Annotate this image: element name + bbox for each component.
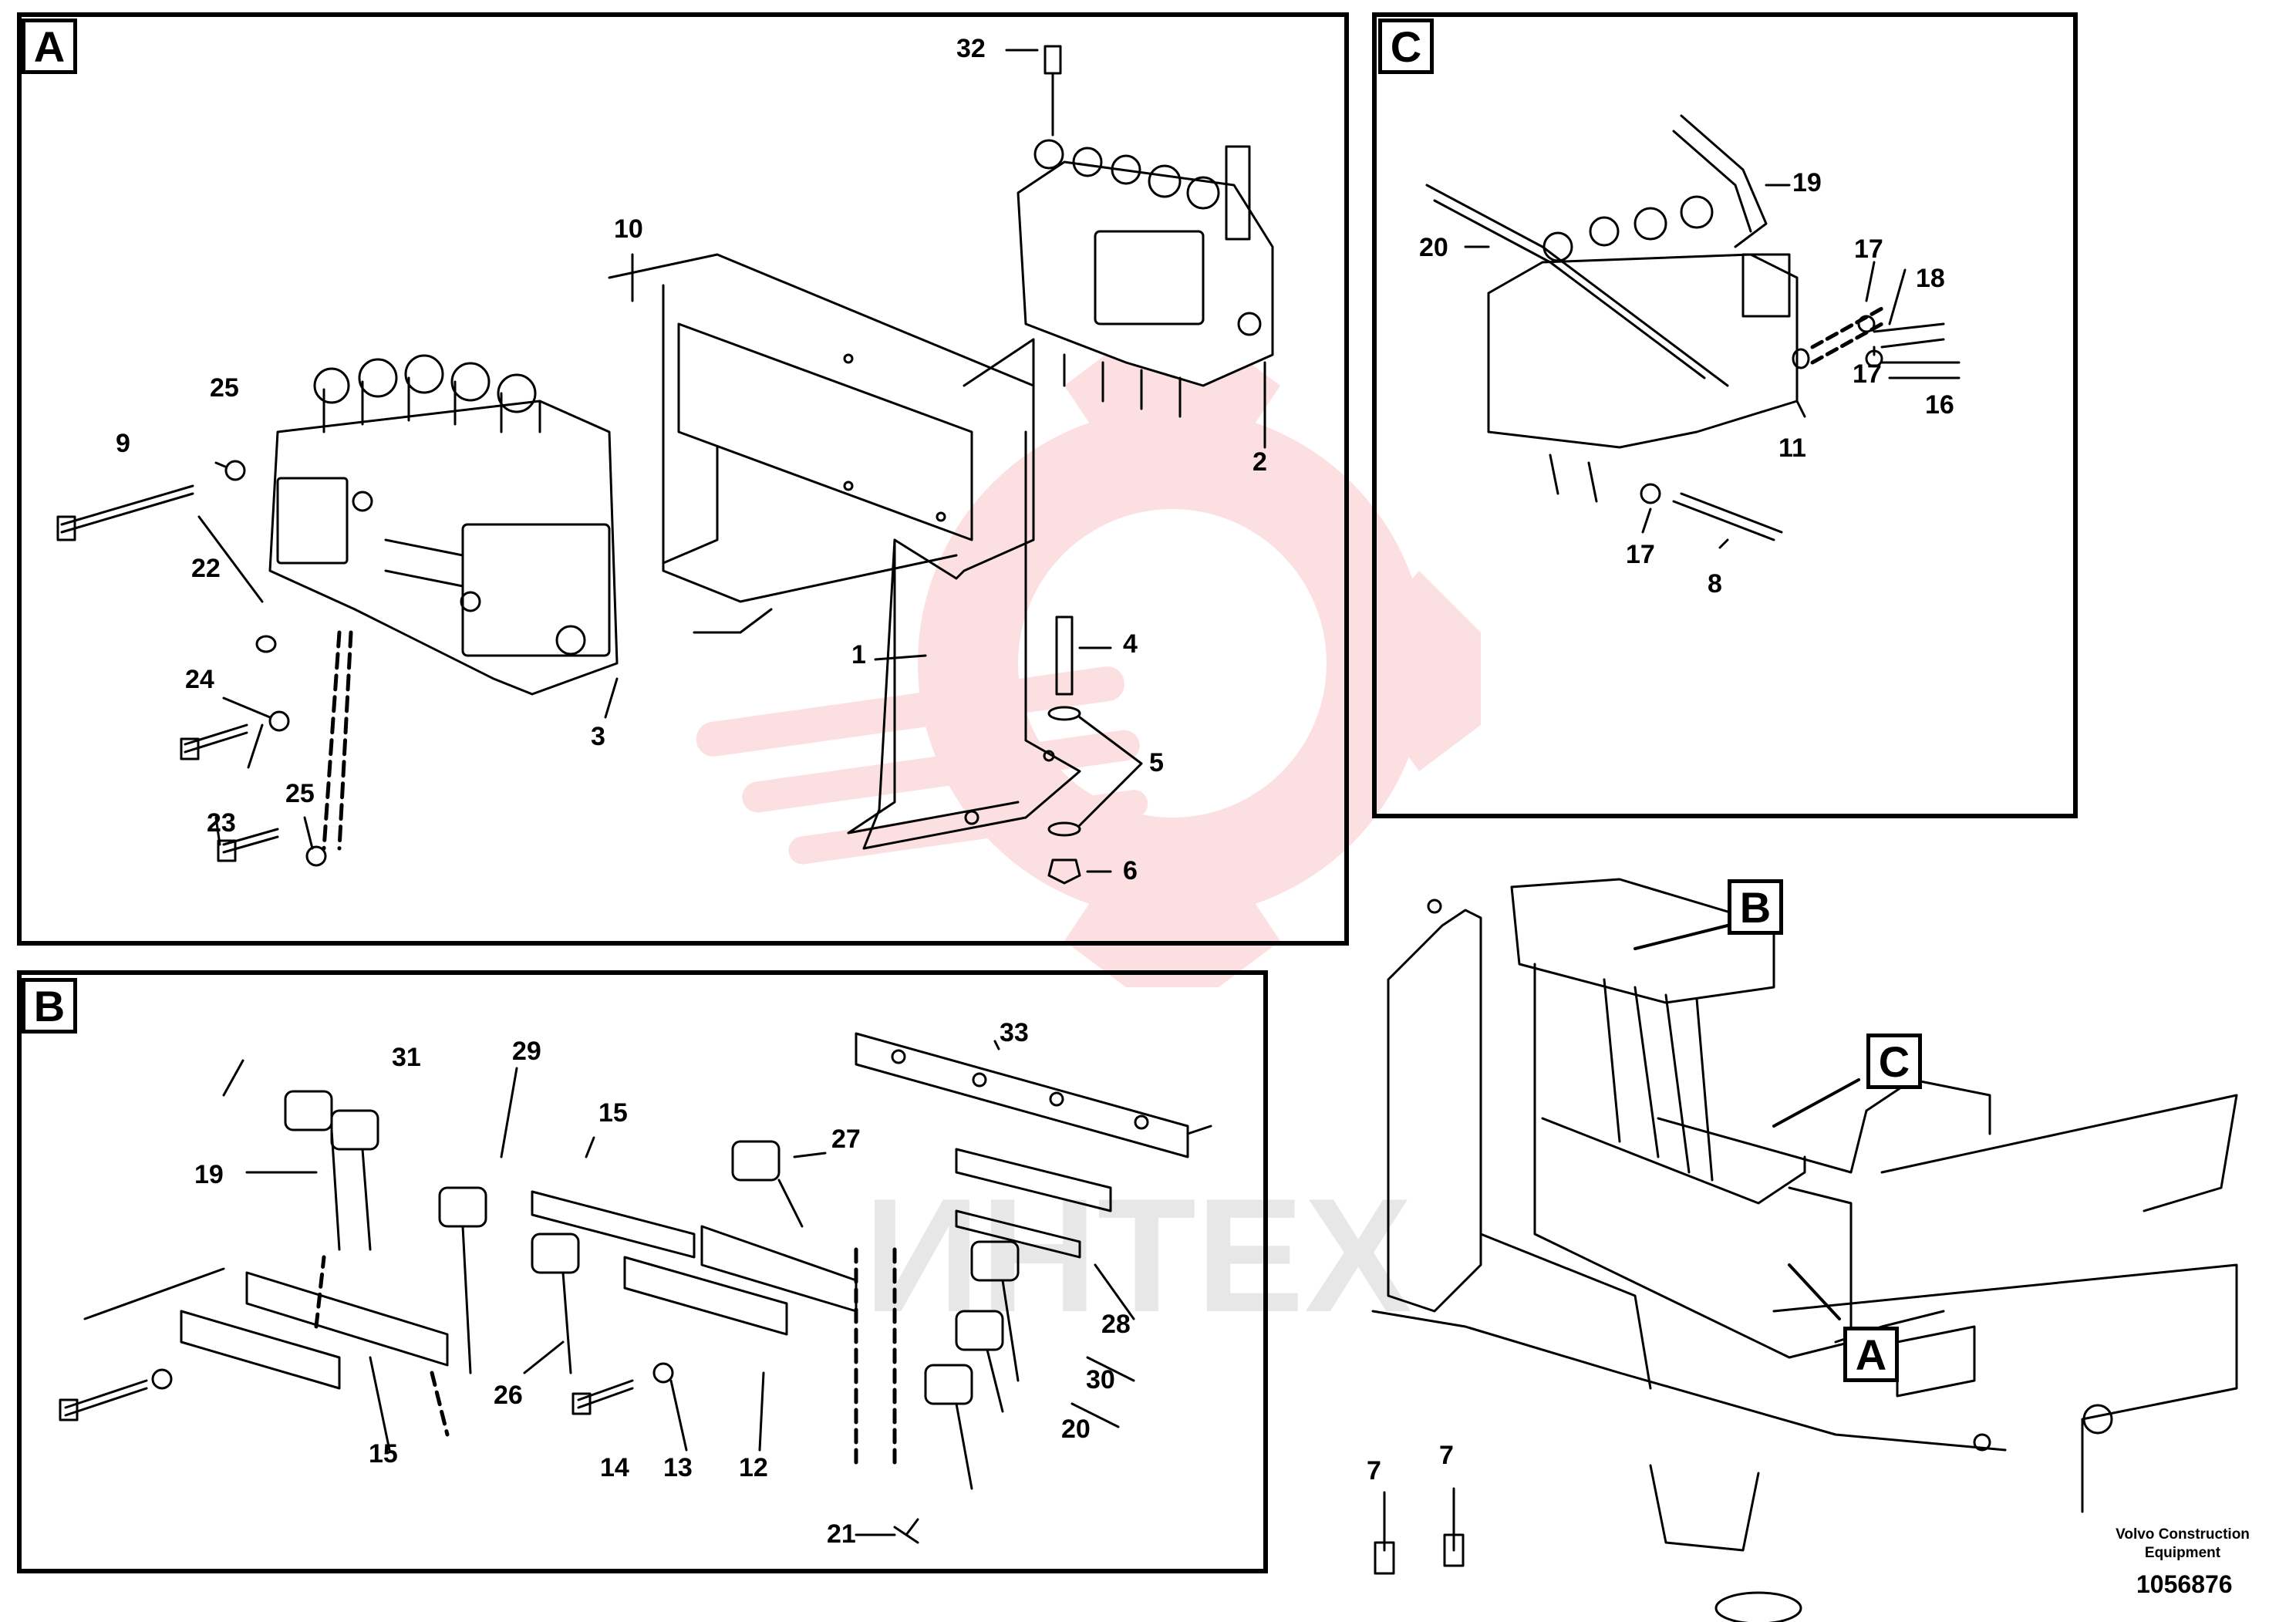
callout-2: 2: [1253, 447, 1267, 477]
watermark-text: ИНТЕХ: [864, 1165, 1412, 1346]
callout-28: 28: [1101, 1310, 1131, 1339]
panel-b-frame: [17, 970, 1268, 1573]
callout-15b: 15: [369, 1439, 398, 1469]
callout-29: 29: [512, 1037, 541, 1066]
callout-5: 5: [1149, 748, 1164, 777]
callout-13: 13: [663, 1453, 693, 1482]
callout-22: 22: [191, 554, 221, 583]
callout-26: 26: [494, 1381, 523, 1410]
callout-c-17c: 17: [1626, 540, 1655, 569]
callout-4: 4: [1123, 629, 1138, 659]
callout-c-18: 18: [1916, 264, 1945, 293]
panel-a-label: A: [22, 19, 77, 74]
bracket-frame: [608, 253, 1081, 850]
callout-10: 10: [614, 214, 643, 244]
callout-c-20: 20: [1419, 233, 1448, 262]
overview-label-b: B: [1728, 879, 1783, 935]
overview-label-c: C: [1866, 1034, 1922, 1089]
panel-c-label: C: [1378, 19, 1434, 74]
callout-24: 24: [185, 665, 214, 694]
callout-33: 33: [1000, 1018, 1029, 1047]
overview-machine: [1371, 878, 2238, 1622]
callout-o-7a: 7: [1367, 1456, 1381, 1485]
callout-31: 31: [392, 1043, 421, 1072]
callout-19: 19: [194, 1160, 224, 1189]
callout-14: 14: [600, 1453, 629, 1482]
callout-25: 25: [210, 373, 239, 403]
clamp-assembly: [59, 1032, 1212, 1544]
callout-27: 27: [831, 1125, 861, 1154]
callout-20: 20: [1061, 1415, 1091, 1444]
callout-12: 12: [739, 1453, 768, 1482]
callout-23: 23: [207, 808, 236, 838]
callout-c-17a: 17: [1854, 234, 1883, 264]
document-number: 1056876: [2136, 1570, 2233, 1598]
overview-label-a: A: [1843, 1327, 1899, 1382]
callout-25b: 25: [285, 779, 315, 808]
panel-c-frame: [1372, 12, 2078, 818]
callout-o-7b: 7: [1439, 1441, 1454, 1470]
valve-block-right: [1017, 139, 1274, 418]
callout-3: 3: [591, 722, 605, 751]
company-name: Volvo Construction Equipment: [2116, 1526, 2250, 1561]
callout-9: 9: [116, 429, 130, 458]
callout-1: 1: [851, 640, 866, 669]
callout-6: 6: [1123, 856, 1138, 885]
callout-30: 30: [1086, 1365, 1115, 1394]
callout-c-17b: 17: [1853, 359, 1882, 389]
callout-c-19: 19: [1792, 168, 1822, 197]
panel-a-frame: [17, 12, 1349, 946]
callout-c-11: 11: [1778, 433, 1806, 463]
panel-b-label: B: [22, 978, 77, 1034]
callout-c-8: 8: [1708, 569, 1722, 599]
callout-32: 32: [956, 34, 986, 63]
valve-assembly-c: [1425, 114, 1961, 541]
valve-block-left: [268, 354, 619, 696]
callout-21: 21: [827, 1519, 856, 1549]
callout-c-16: 16: [1925, 390, 1954, 420]
callout-15: 15: [598, 1098, 628, 1128]
